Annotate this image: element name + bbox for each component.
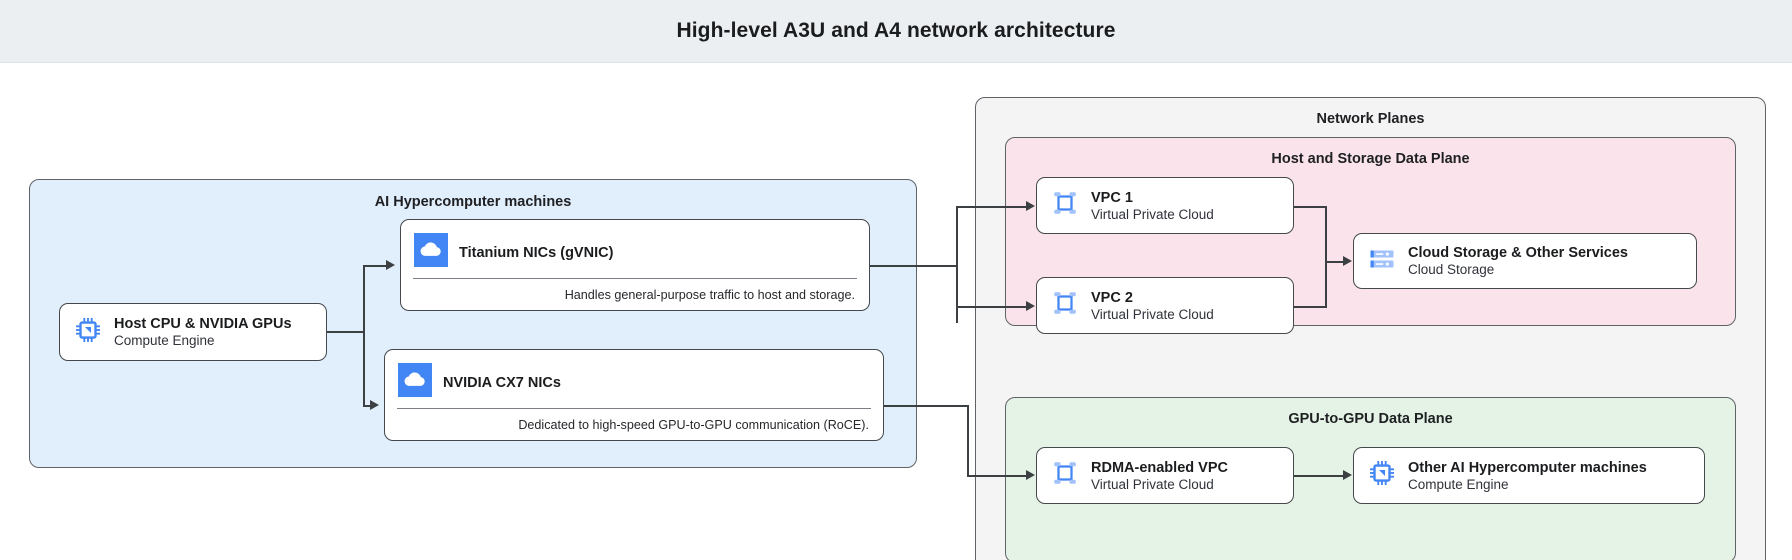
page-header: High-level A3U and A4 network architectu… [0, 0, 1792, 63]
connector-storage-bus [1325, 206, 1327, 307]
connector-cx7-out [884, 405, 969, 407]
connector-bus-to-vpc1 [956, 206, 1026, 208]
card-other-hypercomputer-machines[interactable]: Other AI Hypercomputer machines Compute … [1353, 447, 1705, 504]
vpc-icon [1050, 458, 1080, 493]
connector-vpc-bus [956, 206, 958, 323]
cpu-chip-icon [1367, 458, 1397, 493]
card-subtitle: Virtual Private Cloud [1091, 476, 1214, 492]
card-title: Cloud Storage & Other Services [1408, 245, 1628, 261]
arrowhead-to-other-machines [1343, 470, 1352, 480]
arrowhead-to-cx7 [370, 400, 379, 410]
connector-to-cx7 [363, 405, 370, 407]
card-subtitle: Virtual Private Cloud [1091, 306, 1214, 322]
vpc-icon [1050, 288, 1080, 323]
connector-hostcpu-up [363, 265, 365, 332]
card-caption: Handles general-purpose traffic to host … [564, 288, 855, 303]
connector-bus-to-storage [1325, 261, 1343, 263]
card-title: VPC 2 [1091, 289, 1133, 306]
cpu-chip-icon [73, 315, 103, 350]
connector-cx7-down [967, 405, 969, 476]
card-title: RDMA-enabled VPC [1091, 459, 1228, 476]
card-nvidia-cx7-nics[interactable]: NVIDIA CX7 NICs Dedicated to high-speed … [384, 349, 884, 441]
arrowhead-to-vpc1 [1026, 201, 1035, 211]
connector-vpc2-out [1294, 306, 1327, 308]
card-subtitle: Virtual Private Cloud [1091, 206, 1214, 222]
card-divider [413, 277, 857, 280]
connector-hostcpu-stub [327, 331, 365, 333]
connector-rdma-to-other [1294, 475, 1343, 477]
card-subtitle: Compute Engine [1408, 476, 1509, 492]
group-label-network-planes: Network Planes [1316, 111, 1425, 127]
card-title: Host CPU & NVIDIA GPUs [114, 316, 292, 332]
arrowhead-to-storage [1343, 256, 1352, 266]
arrowhead-to-titanium [386, 260, 395, 270]
card-caption: Dedicated to high-speed GPU-to-GPU commu… [518, 418, 869, 433]
card-title: VPC 1 [1091, 189, 1133, 206]
connector-to-titanium [363, 265, 386, 267]
card-title: Titanium NICs (gVNIC) [459, 244, 614, 261]
card-vpc-1[interactable]: VPC 1 Virtual Private Cloud [1036, 177, 1294, 234]
cloud-icon [414, 233, 448, 272]
card-host-cpu-gpus[interactable]: Host CPU & NVIDIA GPUs Compute Engine [59, 303, 327, 361]
card-subtitle: Cloud Storage [1408, 262, 1495, 277]
arrowhead-to-rdma [1026, 470, 1035, 480]
card-title: NVIDIA CX7 NICs [443, 374, 561, 391]
card-subtitle: Compute Engine [114, 333, 215, 348]
group-label-gpu-plane: GPU-to-GPU Data Plane [1288, 411, 1453, 427]
card-cloud-storage[interactable]: Cloud Storage & Other Services Cloud Sto… [1353, 233, 1697, 289]
group-label-host-storage-plane: Host and Storage Data Plane [1271, 151, 1470, 167]
connector-to-rdma [967, 475, 1026, 477]
arrowhead-to-vpc2 [1026, 301, 1035, 311]
diagram-canvas: AI Hypercomputer machines [0, 64, 1792, 560]
card-titanium-nics[interactable]: Titanium NICs (gVNIC) Handles general-pu… [400, 219, 870, 311]
connector-titanium-out [870, 265, 958, 267]
cloud-icon [398, 363, 432, 402]
storage-icon [1367, 244, 1397, 279]
connector-bus-to-vpc2 [956, 306, 1026, 308]
group-label-machines: AI Hypercomputer machines [374, 194, 572, 210]
connector-vpc1-out [1294, 206, 1327, 208]
card-vpc-2[interactable]: VPC 2 Virtual Private Cloud [1036, 277, 1294, 334]
card-title: Other AI Hypercomputer machines [1408, 459, 1647, 476]
connector-hostcpu-down [363, 331, 365, 406]
card-rdma-enabled-vpc[interactable]: RDMA-enabled VPC Virtual Private Cloud [1036, 447, 1294, 504]
card-divider [397, 407, 871, 410]
vpc-icon [1050, 188, 1080, 223]
page-title: High-level A3U and A4 network architectu… [676, 19, 1116, 42]
